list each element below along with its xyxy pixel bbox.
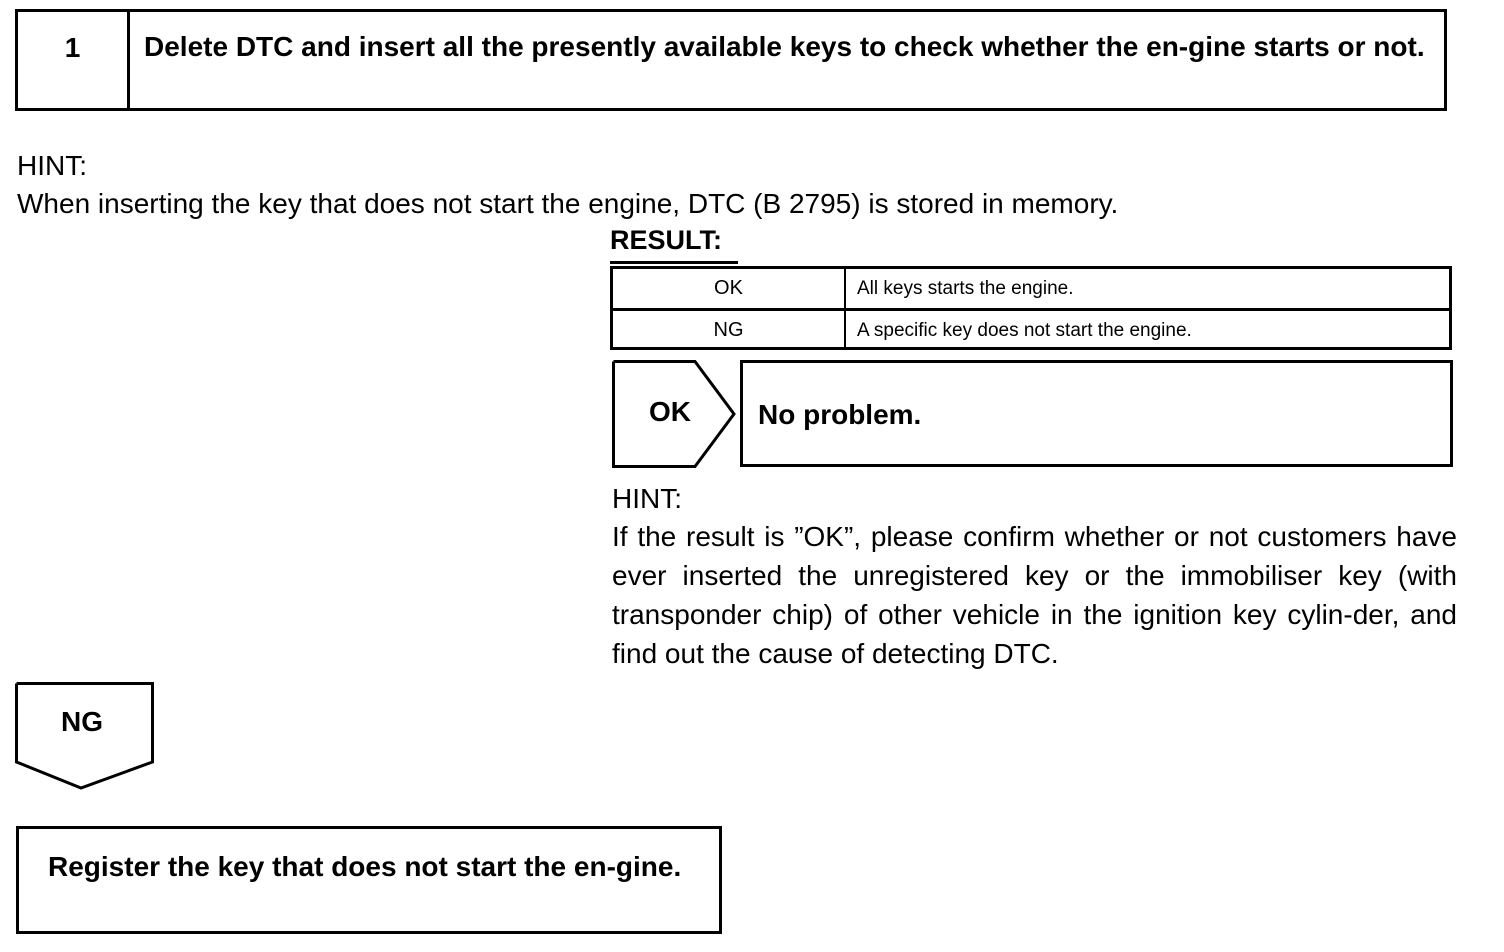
ng-branch-label: NG: [61, 706, 103, 737]
result-code: OK: [613, 269, 846, 308]
step-header-box: 1 Delete DTC and insert all the presentl…: [15, 9, 1447, 111]
result-description: All keys starts the engine.: [857, 277, 1074, 299]
ok-result-box: No problem.: [740, 360, 1453, 467]
result-heading: RESULT:: [610, 225, 722, 255]
ok-branch-label: OK: [649, 396, 691, 427]
hint-text: When inserting the key that does not sta…: [17, 188, 1119, 219]
hint-label: HINT:: [612, 483, 682, 514]
ok-arrow-icon: [612, 360, 736, 468]
ng-action-box: Register the key that does not start the…: [16, 826, 722, 934]
ng-action-text: Register the key that does not start the…: [48, 851, 682, 882]
ok-result-text: No problem.: [758, 399, 922, 430]
result-description: A specific key does not start the engine…: [857, 319, 1192, 341]
result-row-ng: NG A specific key does not start the eng…: [613, 311, 1449, 350]
step-number: 1: [18, 12, 130, 108]
result-heading-underline: [610, 261, 738, 264]
result-code: NG: [613, 311, 846, 350]
result-row-ok: OK All keys starts the engine.: [613, 269, 1449, 311]
result-table: OK All keys starts the engine. NG A spec…: [610, 266, 1452, 350]
hint-label: HINT:: [17, 150, 87, 181]
step-title: Delete DTC and insert all the presently …: [144, 31, 1425, 62]
ng-arrow-icon: [15, 682, 154, 790]
hint-text: If the result is ”OK”, please confirm wh…: [612, 521, 1457, 669]
